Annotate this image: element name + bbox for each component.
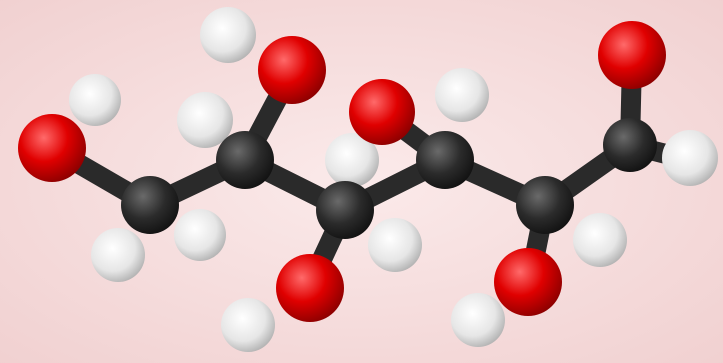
carbon-atom bbox=[516, 176, 574, 234]
carbon-atom bbox=[316, 181, 374, 239]
hydrogen-atom bbox=[200, 7, 256, 63]
oxygen-atoms bbox=[18, 21, 666, 322]
hydrogen-atom bbox=[174, 209, 226, 261]
hydrogen-atoms bbox=[69, 7, 718, 352]
carbon-atom bbox=[603, 118, 657, 172]
hydrogen-atom bbox=[435, 68, 489, 122]
carbon-atom bbox=[121, 176, 179, 234]
oxygen-atom bbox=[494, 248, 562, 316]
hydrogen-atom bbox=[91, 228, 145, 282]
oxygen-atom bbox=[258, 36, 326, 104]
hydrogen-atom bbox=[177, 92, 233, 148]
oxygen-atom bbox=[276, 254, 344, 322]
hydrogen-atom bbox=[221, 298, 275, 352]
oxygen-atom bbox=[349, 79, 415, 145]
oxygen-atom bbox=[18, 114, 86, 182]
hydrogen-atom bbox=[662, 130, 718, 186]
hydrogen-atom bbox=[451, 293, 505, 347]
hydrogen-atom bbox=[325, 133, 379, 187]
hydrogen-atom bbox=[573, 213, 627, 267]
carbon-atom bbox=[216, 131, 274, 189]
oxygen-atom bbox=[598, 21, 666, 89]
hydrogen-atom bbox=[368, 218, 422, 272]
carbon-atom bbox=[416, 131, 474, 189]
hydrogen-atom bbox=[69, 74, 121, 126]
carbon-atoms bbox=[121, 118, 657, 239]
